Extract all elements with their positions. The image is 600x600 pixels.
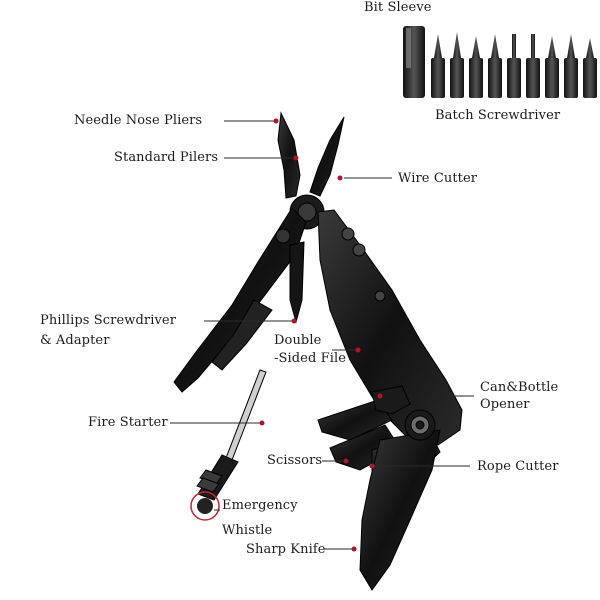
label-scissors: Scissors — [267, 453, 323, 468]
label-bit-sleeve: Bit Sleeve — [364, 0, 432, 15]
label-opener: Opener — [480, 397, 530, 412]
label-phillips-adapter: & Adapter — [40, 333, 110, 348]
sharp-knife-blade — [359, 429, 441, 591]
plier-jaw-right — [309, 116, 345, 197]
label-rope-cutter: Rope Cutter — [477, 459, 559, 474]
label-can-bottle: Can&Bottle — [480, 380, 559, 395]
callout-lines — [170, 120, 474, 550]
fire-starter — [196, 369, 267, 501]
label-emergency: Emergency — [222, 498, 298, 513]
label-sharp-knife: Sharp Knife — [246, 542, 326, 557]
screwdriver-bits — [431, 32, 597, 98]
label-phillips-screwdriver: Phillips Screwdriver — [40, 313, 177, 328]
emergency-whistle-ring — [190, 491, 220, 521]
handle-right — [317, 209, 463, 446]
label-standard-pliers: Standard Pilers — [114, 150, 219, 165]
bit-set — [403, 26, 597, 98]
can-bottle-opener — [371, 385, 411, 415]
plier-jaw-left — [277, 111, 301, 199]
label-whistle: Whistle — [222, 523, 273, 538]
callout-markers — [259, 118, 383, 552]
phillips-screwdriver — [211, 299, 273, 371]
multitool-body — [173, 111, 463, 591]
scissor-blade-1 — [317, 399, 393, 441]
label-batch-screwdriver: Batch Screwdriver — [435, 108, 561, 123]
label-fire-starter: Fire Starter — [88, 415, 168, 430]
label-needle-nose-pliers: Needle Nose Pliers — [74, 113, 203, 128]
double-sided-file — [289, 241, 305, 324]
bit-sleeve — [403, 26, 425, 98]
label-double: Double — [274, 333, 322, 348]
label-wire-cutter: Wire Cutter — [398, 171, 478, 186]
label-sided-file: -Sided File — [274, 351, 347, 366]
